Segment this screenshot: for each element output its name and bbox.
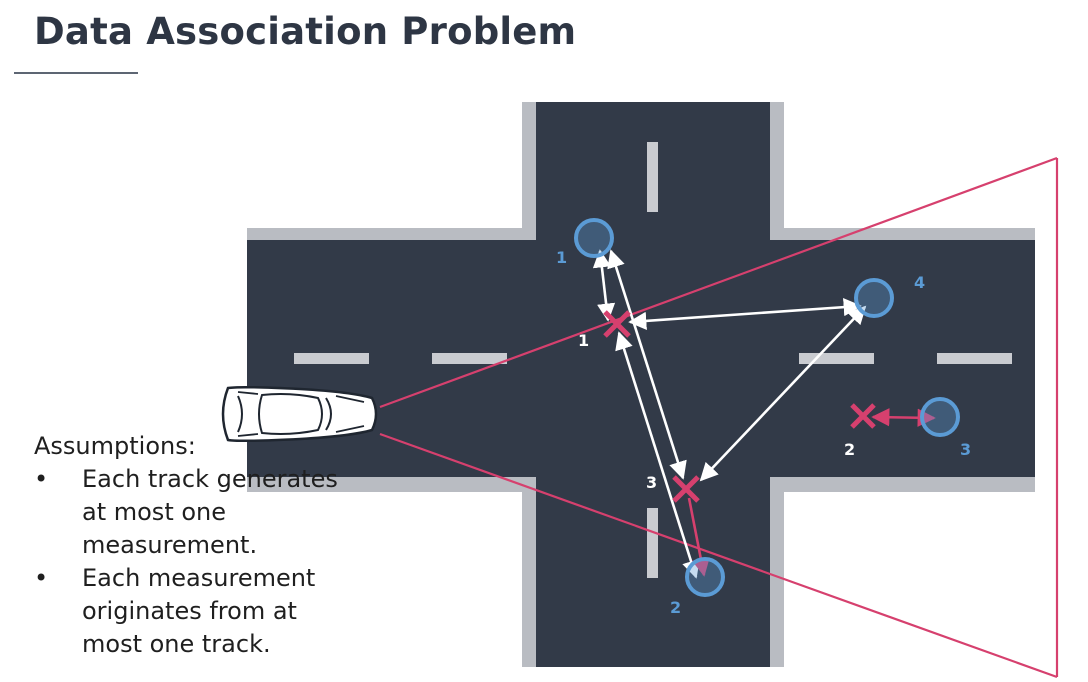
measurements: 1 2 3 (578, 310, 876, 503)
measurement-label: 2 (844, 440, 855, 459)
arrow-m3-t2 (687, 497, 710, 577)
track-2: 2 (670, 557, 725, 617)
circle-icon (574, 218, 614, 258)
measurement-2: 2 (844, 403, 876, 459)
association-arrows (592, 249, 867, 579)
arrow-m1-t1 (592, 249, 616, 322)
track-label: 4 (914, 273, 925, 292)
page-title: Data Association Problem (34, 10, 577, 53)
x-mark-icon (603, 310, 631, 338)
measurement-1: 1 (578, 310, 631, 350)
bullet-icon: • (34, 564, 49, 592)
measurement-3: 3 (646, 473, 700, 503)
track-1: 1 (556, 218, 614, 267)
track-label: 2 (670, 598, 681, 617)
assumption-text: Each measurement originates from at most… (82, 564, 316, 658)
circle-icon (920, 397, 960, 437)
x-mark-icon (850, 403, 876, 429)
x-mark-icon (672, 475, 700, 503)
car-top-view-icon (221, 385, 378, 443)
assumption-item: • Each track generates at most one measu… (34, 463, 364, 562)
track-3: 3 (920, 397, 971, 459)
assumptions-heading: Assumptions: (34, 432, 196, 460)
intersection-road (247, 102, 1035, 667)
track-label: 3 (960, 440, 971, 459)
assumptions-panel: Assumptions: • Each track generates at m… (34, 430, 364, 661)
circle-icon (854, 278, 894, 318)
measurement-label: 3 (646, 473, 657, 492)
title-underline (14, 72, 138, 74)
circle-icon (685, 557, 725, 597)
measurement-label: 1 (578, 331, 589, 350)
track-4: 4 (854, 273, 925, 318)
assumption-item: • Each measurement originates from at mo… (34, 562, 364, 661)
assumptions-list: • Each track generates at most one measu… (34, 463, 364, 661)
assumption-text: Each track generates at most one measure… (82, 465, 338, 559)
arrow-m1-t2 (615, 331, 700, 579)
sensor-field-of-view (379, 156, 1059, 679)
arrow-m3-t4 (699, 305, 867, 482)
tracks: 1 4 3 2 (556, 218, 971, 617)
track-label: 1 (556, 248, 567, 267)
bullet-icon: • (34, 465, 49, 493)
